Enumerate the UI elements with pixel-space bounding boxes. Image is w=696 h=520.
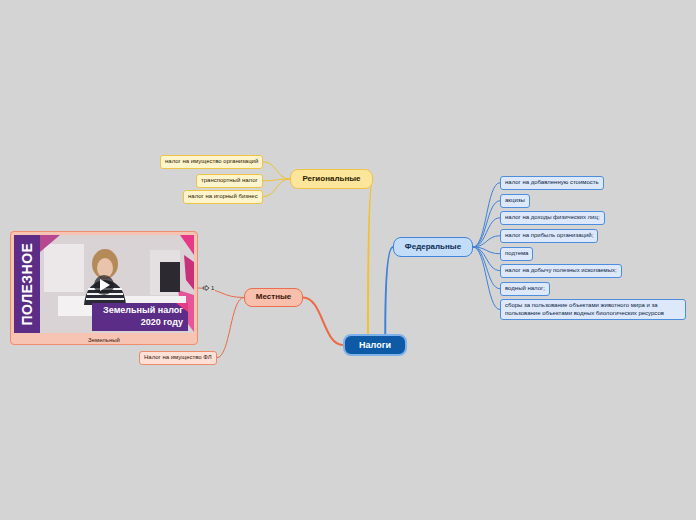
subtopic: транспортный налог — [196, 174, 263, 188]
subtopic: налог на игорный бизнес — [183, 190, 263, 204]
video-card — [10, 231, 198, 345]
branch-line — [473, 201, 500, 247]
video-thumbnail — [14, 235, 194, 333]
topic-text: Местные — [256, 292, 292, 301]
topic-text: водный налог; — [505, 285, 545, 291]
topic-text: Земельный — [88, 337, 120, 343]
topic-text: подтема — [505, 250, 528, 256]
branch-line — [263, 162, 290, 179]
main-topic: Федеральные — [393, 237, 473, 257]
subtopic: сборы за пользование объектами животного… — [500, 299, 686, 320]
link-icon — [202, 285, 210, 292]
subtopic: налог на добычу полезных ископаемых; — [500, 264, 622, 278]
topic-text: Налоги — [359, 340, 391, 350]
branch-line — [385, 247, 393, 334]
subtopic: налог на добавленную стоимость — [500, 176, 604, 190]
topic-text: налог на добычу полезных ископаемых; — [505, 267, 617, 273]
subtopic: Налог на имущество ФЛ — [139, 351, 217, 365]
root-topic: Налоги — [343, 334, 407, 356]
thumbnail-title: Земельный налог 2020 году — [92, 304, 188, 328]
thumbnail-banner: ПОЛЕЗНОЕ — [19, 243, 35, 326]
topic-text: налог на доходы физических лиц; — [505, 214, 600, 220]
subtopic: акцизы — [500, 194, 530, 208]
main-topic: Региональные — [290, 169, 373, 189]
topic-text: Федеральные — [405, 242, 461, 251]
main-topic: Местные — [244, 288, 303, 307]
branch-line — [473, 247, 500, 310]
thumbnail-banner-text: ПОЛЕЗНОЕ — [19, 243, 35, 326]
topic-text: налог на игорный бизнес — [188, 193, 258, 199]
topic-text: Налог на имущество ФЛ — [144, 354, 212, 360]
topic-text: налог на добавленную стоимость — [505, 179, 599, 185]
branch-line — [473, 236, 500, 247]
topic-text: налог на имущество организаций — [165, 158, 258, 164]
topic-text: Региональные — [302, 174, 360, 183]
branch-line — [217, 298, 244, 358]
branch-line — [473, 183, 500, 247]
branch-line — [303, 298, 343, 346]
branch-line — [263, 179, 290, 197]
callout-number-text: 1 — [211, 285, 214, 291]
topic-text: акцизы — [505, 197, 525, 203]
topic-text: сборы за пользование объектами животного… — [505, 302, 664, 316]
branch-line — [473, 247, 500, 289]
thumbnail-title-text: Земельный налог 2020 году — [103, 305, 183, 327]
branch-line — [368, 179, 373, 334]
branch-line — [473, 218, 500, 247]
subtopic: водный налог; — [500, 282, 550, 296]
topic-text: транспортный налог — [201, 177, 258, 183]
topic-text: налог на прибыль организаций; — [505, 232, 593, 238]
subtopic: подтема — [500, 247, 533, 261]
subtopic: налог на прибыль организаций; — [500, 229, 598, 243]
subtopic: налог на имущество организаций — [160, 155, 263, 169]
video-topic: Земельный — [10, 231, 198, 345]
callout-number: 1 — [210, 285, 215, 292]
subtopic: налог на доходы физических лиц; — [500, 211, 605, 225]
